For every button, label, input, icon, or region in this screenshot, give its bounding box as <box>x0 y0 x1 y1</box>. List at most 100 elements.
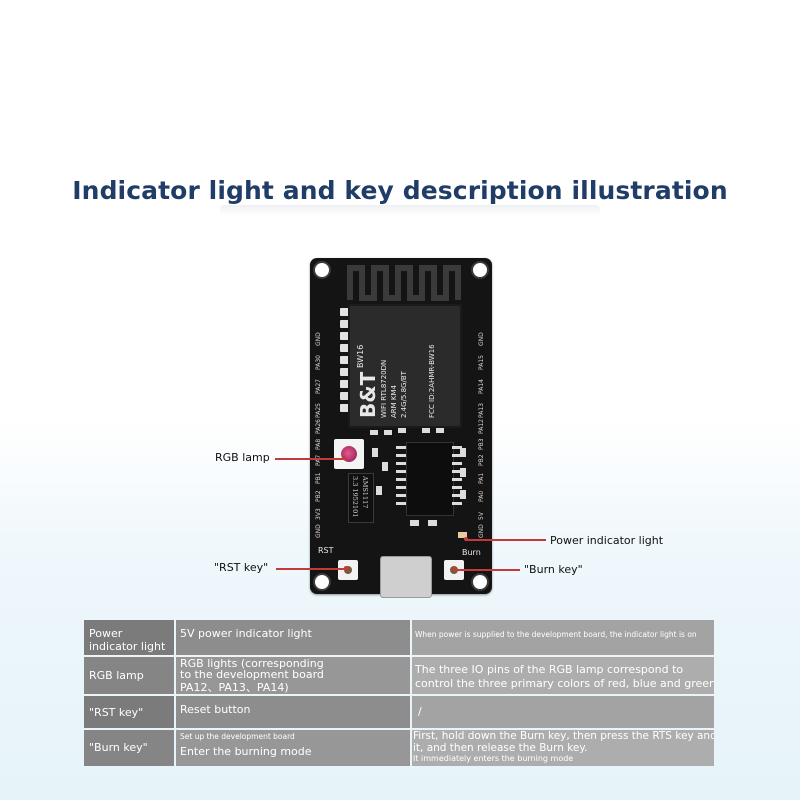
chip-pin <box>396 454 406 457</box>
power-indicator-callout: Power indicator light <box>550 534 664 547</box>
chip-pin <box>452 494 462 497</box>
pin-label-right: PB3 <box>478 438 485 450</box>
usb-c-port[interactable] <box>380 556 432 598</box>
table-cell-function: Set up the development board Enter the b… <box>176 730 410 766</box>
cell-text: 5V power indicator light <box>180 627 312 640</box>
chip-pin <box>396 470 406 473</box>
mount-hole-bottom-right <box>471 573 489 591</box>
pin-label-left: PA26 <box>315 419 322 434</box>
table-row: RGB lamp RGB lights (corresponding to th… <box>84 657 714 694</box>
pin-label-left: PA8 <box>315 438 322 450</box>
module-pad <box>340 380 349 388</box>
pin-label-right: 5V <box>478 512 485 520</box>
smd-component <box>382 462 388 471</box>
smd-component <box>422 428 430 433</box>
chip-pin <box>452 478 462 481</box>
rgb-lamp-callout: RGB lamp <box>215 451 270 464</box>
module-line-2: ARM KM4 <box>390 384 398 418</box>
cell-text: Enter the burning mode <box>180 745 312 758</box>
module-pad <box>340 404 349 412</box>
pin-label-left: PA25 <box>315 403 322 418</box>
pin-label-left: GND <box>315 524 322 538</box>
development-board: B&T BW16 WIFI RTL8720DN ARM KM4 2.4G/5.8… <box>310 258 492 598</box>
cell-text: Set up the development board <box>180 732 295 741</box>
cell-text: indicator light <box>89 640 166 653</box>
regulator-text-2: 3.3 1952101 <box>351 476 359 518</box>
module-pad <box>340 356 349 364</box>
smd-component <box>436 428 444 433</box>
cell-text: RGB lights (corresponding <box>180 657 324 670</box>
burn-key-leader-line <box>454 569 520 571</box>
table-cell-description: The three IO pins of the RGB lamp corres… <box>412 657 714 694</box>
smd-component <box>376 486 382 495</box>
table-cell-description: First, hold down the Burn key, then pres… <box>412 730 714 766</box>
cell-text: to the development board <box>180 668 324 681</box>
table-cell-function: RGB lights (corresponding to the develop… <box>176 657 410 694</box>
power-indicator-leader-line <box>466 539 546 541</box>
pin-label-left: GND <box>315 332 322 346</box>
module-pad <box>340 344 349 352</box>
module-pad <box>340 368 349 376</box>
voltage-regulator: AMS1117 3.3 1952101 <box>348 473 374 523</box>
module-model: BW16 <box>356 344 365 368</box>
module-line-3: 2.4G/5.8G/BT <box>400 371 408 418</box>
chip-pin <box>396 446 406 449</box>
smd-component <box>460 490 466 499</box>
cell-text: First, hold down the Burn key, then pres… <box>413 730 714 742</box>
cell-text: The three IO pins of the RGB lamp corres… <box>415 663 684 676</box>
pin-label-right: PA0 <box>478 490 485 502</box>
burn-silkscreen: Burn <box>462 548 481 557</box>
rst-key-leader-dot <box>344 566 348 570</box>
smd-component <box>384 430 392 435</box>
burn-key-leader-dot <box>452 567 456 571</box>
chip-pin <box>452 470 462 473</box>
pin-label-left: PA30 <box>315 355 322 370</box>
mount-hole-top-right <box>471 261 489 279</box>
smd-component <box>460 468 466 477</box>
mount-hole-top-left <box>313 261 331 279</box>
rst-button-knob <box>344 566 352 574</box>
table-cell-description: / <box>412 696 714 728</box>
pin-label-left: PB1 <box>315 472 322 484</box>
pin-label-right: PA14 <box>478 379 485 394</box>
rst-key-callout: "RST key" <box>214 561 269 574</box>
module-pad <box>340 308 349 316</box>
table-cell-name: RGB lamp <box>84 657 174 694</box>
rst-silkscreen: RST <box>318 546 334 555</box>
module-brand: B&T <box>356 371 380 418</box>
cell-text: control the three primary colors of red,… <box>415 677 714 690</box>
chip-pin <box>452 502 462 505</box>
cell-text: Reset button <box>180 703 251 716</box>
cell-text: RGB lamp <box>89 669 144 682</box>
chip-pin <box>396 494 406 497</box>
pin-label-right: PA13 <box>478 403 485 418</box>
pin-label-right: GND <box>478 332 485 346</box>
smd-component <box>370 430 378 435</box>
chip-pin <box>452 462 462 465</box>
rst-button[interactable] <box>338 560 358 580</box>
chip-pin <box>396 486 406 489</box>
smd-component <box>372 448 378 457</box>
cell-text: Power <box>89 627 123 640</box>
power-led <box>458 532 467 538</box>
table-cell-function: Reset button <box>176 696 410 728</box>
smd-component <box>410 520 419 526</box>
rgb-lamp-leader-dot <box>342 456 346 460</box>
cell-text: It immediately enters the burning mode <box>413 754 574 763</box>
antenna-trace <box>347 265 461 301</box>
rgb-led <box>334 439 364 469</box>
page-title: Indicator light and key description illu… <box>72 176 728 205</box>
table-row: "Burn key" Set up the development board … <box>84 730 714 766</box>
module-pad <box>340 320 349 328</box>
cell-text: PA12、PA13、PA14) <box>180 681 289 694</box>
pin-label-left: PA27 <box>315 379 322 394</box>
table-cell-description: When power is supplied to the developmen… <box>412 620 714 655</box>
cell-text: "Burn key" <box>89 741 148 754</box>
title-reflection <box>220 205 600 215</box>
mount-hole-bottom-left <box>313 573 331 591</box>
rst-key-leader-line <box>276 568 346 570</box>
rgb-lamp-leader-line <box>275 458 345 460</box>
pin-label-right: PB2 <box>478 454 485 466</box>
pin-label-left: PB2 <box>315 490 322 502</box>
pin-label-left: 3V3 <box>315 508 322 520</box>
